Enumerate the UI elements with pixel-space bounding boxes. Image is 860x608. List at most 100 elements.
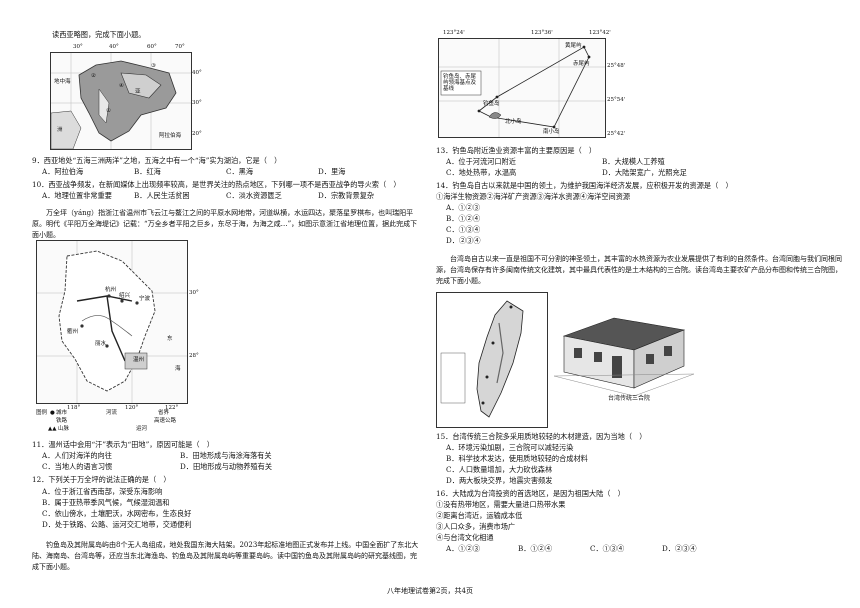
map1-place-asia: 亚 (135, 89, 141, 95)
map3-island-beixiao: 北小岛 (505, 119, 522, 125)
q12-option-a[interactable]: A．位于浙江省西南部，深受东海影响 (42, 487, 163, 496)
legend-border: 省界 (158, 410, 170, 416)
map1-lat-2: 20° (192, 131, 202, 137)
q9-option-c[interactable]: C．黑海 (226, 167, 254, 176)
legend-river: 河流 (106, 410, 118, 416)
taiwan-products-map (436, 292, 548, 428)
q16-item-3: ③人口众多，消费市场广 (436, 522, 516, 531)
map1-place-mediterranean: 地中海 (54, 79, 71, 85)
zhejiang-map-drawing (37, 241, 187, 403)
map2-lat-1: 28° (189, 353, 199, 359)
q16-stem: 16．大陆成为台湾投资的首选地区，是因为祖国大陆（ ） (436, 489, 625, 498)
q11-option-a[interactable]: A．人们对海洋的向往 (42, 451, 112, 460)
map1-mark-4: ④ (119, 83, 124, 89)
q16-item-2: ②距离台湾近，运输成本低 (436, 511, 523, 520)
map2-lon-0: 118° (67, 405, 81, 411)
q15-option-a[interactable]: A．环境污染加剧，三合院可以减轻污染 (446, 443, 574, 452)
legend-highway: 高速公路 (154, 418, 177, 424)
diaoyu-map-drawing (439, 39, 605, 137)
legend-canal: 运河 (136, 426, 148, 432)
map3-island-huangwei: 黄尾屿 (565, 43, 582, 49)
zhejiang-map-legend: 图例 ● 城市 河流 省界 铁路 高速公路 ▲▲ 山脉 运河 (36, 410, 226, 436)
q16-option-b[interactable]: B．①②④ (518, 544, 553, 553)
q16-item-4: ④与台湾文化相通 (436, 533, 494, 542)
legend-railway: 铁路 (56, 418, 68, 424)
map1-lat-0: 40° (192, 70, 202, 76)
map2-place-hangzhou: 杭州 (105, 287, 117, 293)
west-asia-map-drawing (51, 53, 191, 149)
map3-lon-1: 123°36' (531, 30, 553, 36)
q14-option-c[interactable]: C．①③④ (446, 225, 481, 234)
legend-mountain-icon: ▲▲ (48, 426, 57, 432)
q11-option-d[interactable]: D．田地形成与动物养殖有关 (180, 462, 273, 471)
q13-option-d[interactable]: D．大陆架宽广，光照充足 (602, 168, 687, 177)
map2-place-wenzhou: 温州 (133, 357, 145, 363)
para-wanquan: 万全坪（yáng）指浙江省温州市飞云江与鳌江之间的平原水网地带，河道纵横，水运四… (32, 209, 418, 239)
q9-option-d[interactable]: D．里海 (318, 167, 346, 176)
map1-lon-0: 30° (73, 44, 83, 50)
q15-option-c[interactable]: C．人口数量增加，大力砍伐森林 (446, 465, 553, 474)
q15-option-d[interactable]: D．两大板块交界，地震灾害频发 (446, 476, 553, 485)
q16-option-c[interactable]: C．①③④ (590, 544, 625, 553)
q14-list: ①海洋生物资源②海洋矿产资源③海洋水资源④海洋空间资源 (436, 192, 631, 201)
q14-option-d[interactable]: D．②③④ (446, 236, 481, 245)
q13-option-c[interactable]: C．地处热带，水温高 (446, 168, 517, 177)
q14-option-b[interactable]: B．①②④ (446, 214, 481, 223)
map2-place-lishui: 丽水 (95, 341, 107, 347)
map1-mark-1: ① (106, 108, 111, 114)
q15-option-b[interactable]: B．科学技术发达，使用质地较轻的合成材料 (446, 454, 588, 463)
q16-option-a[interactable]: A．①②③ (446, 544, 480, 553)
map2-lat-0: 30° (189, 290, 199, 296)
q12-option-c[interactable]: C．依山傍水，土壤肥沃，水网密布，生态良好 (42, 509, 192, 518)
sanheyuan-drawing (554, 317, 694, 397)
map2-lon-2: 122° (165, 405, 179, 411)
map1-mark-2: ② (91, 73, 96, 79)
page-footer: 八年地理试卷第2页，共4页 (387, 587, 473, 595)
q14-stem: 14．钓鱼岛自古以来就是中国的领土，为维护我国海洋经济发展，应积极开发的资源是（… (436, 181, 733, 190)
diaoyu-map: 123°24' 123°36' 123°42' 25°48' 25°54' 25… (438, 30, 625, 138)
para-diaoyu: 钓鱼岛及其附属岛屿由8个无人岛组成，地处我国东海大陆架。2023年起标准地图正式… (32, 541, 419, 571)
map2-place-dong: 东 (167, 336, 173, 342)
map3-lat-2: 25°42' (607, 131, 626, 137)
map1-lon-3: 70° (175, 44, 185, 50)
sanheyuan-caption: 台湾传统三合院 (608, 395, 651, 402)
map1-place-zhou: 洲 (57, 127, 63, 133)
map3-island-diaoyu: 钓鱼岛 (483, 101, 500, 107)
q10-option-c[interactable]: C．淡水资源匮乏 (226, 191, 282, 200)
taiwan-products-drawing (440, 300, 524, 418)
q10-option-d[interactable]: D．宗教背景复杂 (318, 191, 375, 200)
q9-option-b[interactable]: B．红海 (134, 167, 161, 176)
map2-lon-1: 120° (125, 405, 139, 411)
zhejiang-map: 杭州 绍兴 宁波 衢州 丽水 温州 东 海 118° 120° 122° 30°… (36, 240, 199, 411)
map2-place-quzhou: 衢州 (67, 329, 79, 335)
q14-option-a[interactable]: A．①②③ (446, 203, 480, 212)
q15-stem: 15．台湾传统三合院多采用质地较轻的木材建造，因为当地（ ） (436, 432, 647, 441)
legend-mountain: 山脉 (58, 426, 70, 432)
q13-option-b[interactable]: B．大规模人工养殖 (602, 157, 665, 166)
map3-lon-2: 123°42' (589, 30, 611, 36)
sanheyuan-illustration: 台湾传统三合院 (554, 296, 694, 416)
legend-title: 图例 (36, 410, 48, 416)
q9-option-a[interactable]: A．阿拉伯海 (42, 167, 84, 176)
q16-item-1: ①没有热带地区，需要大量进口热带水果 (436, 500, 566, 509)
q11-option-c[interactable]: C．当地人的语言习惯 (42, 462, 113, 471)
map1-place-arabian-sea: 阿拉伯海 (159, 133, 182, 139)
para-taiwan: 台湾岛自古以来一直是祖国不可分割的神圣领土，其丰富的水热资源为农业发展提供了有利… (436, 255, 842, 285)
q10-option-a[interactable]: A．地理位置非常重要 (42, 191, 112, 200)
q12-option-b[interactable]: B．属于亚热带季风气候，气候湿润温和 (42, 498, 170, 507)
q12-option-d[interactable]: D．处于铁路、公路、运河交汇地带，交通便利 (42, 520, 192, 529)
legend-city-icon: ● (50, 410, 55, 416)
q11-option-b[interactable]: B．田地形成与海涂海落有关 (180, 451, 272, 460)
q13-option-a[interactable]: A．位于河流河口附近 (446, 157, 516, 166)
map3-lat-0: 25°48' (607, 63, 626, 69)
map3-island-nanxiao: 南小岛 (543, 129, 560, 135)
q10-option-b[interactable]: B．人民生活贫困 (134, 191, 190, 200)
q16-option-d[interactable]: D．②③④ (662, 544, 697, 553)
map3-island-chiwei: 赤尾屿 (573, 61, 590, 67)
map2-place-hai: 海 (175, 366, 181, 372)
legend-city: 城市 (56, 410, 68, 416)
map3-note: 钓鱼岛、赤尾屿领海基点及基线 (443, 74, 477, 92)
q13-stem: 13．钓鱼岛附近渔业资源丰富的主要原因是（ ） (436, 146, 597, 155)
map3-lat-1: 25°54' (607, 97, 626, 103)
q12-stem: 12．下列关于万全坪的说法正确的是（ ） (32, 475, 171, 484)
